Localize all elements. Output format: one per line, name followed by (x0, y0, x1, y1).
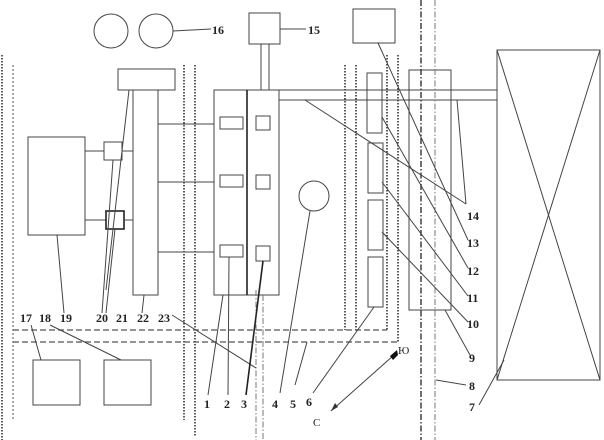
leader-16 (172, 28, 212, 32)
box-15 (248, 12, 281, 45)
leader-14b (456, 99, 467, 205)
leader-12 (381, 116, 469, 269)
label-21: 21 (116, 311, 128, 325)
element-3b (255, 174, 271, 190)
label-9: 9 (469, 351, 475, 365)
label-3: 3 (241, 397, 247, 411)
direction-arrow-tail (390, 350, 398, 360)
leader-3 (245, 260, 264, 396)
element-11 (367, 199, 384, 251)
leader-6 (312, 306, 375, 394)
label-2: 2 (224, 397, 230, 411)
label-7: 7 (469, 400, 475, 414)
label-11: 11 (467, 291, 478, 305)
element-2a (219, 116, 244, 130)
label-17: 17 (20, 311, 32, 325)
label-19: 19 (60, 311, 72, 325)
leader-23 (171, 314, 257, 369)
leader-7 (478, 359, 505, 406)
leader-21-line (105, 89, 130, 291)
element-2c (219, 244, 244, 258)
leader-20b (105, 228, 116, 314)
element-12 (367, 142, 384, 194)
label-20: 20 (96, 311, 108, 325)
label-5: 5 (290, 397, 296, 411)
label-8: 8 (469, 379, 475, 393)
column-22 (132, 89, 159, 296)
leader-17 (30, 324, 42, 361)
label-1: 1 (204, 397, 210, 411)
box-20a (103, 141, 123, 161)
leader-5 (294, 341, 308, 386)
leader-1 (207, 294, 224, 396)
column-9 (408, 69, 452, 311)
circle-4 (298, 180, 330, 212)
box-top-right (352, 8, 396, 44)
label-16: 16 (212, 23, 224, 37)
circle-element-b (138, 13, 174, 49)
leader-8 (435, 379, 467, 386)
label-10: 10 (467, 317, 479, 331)
element-6 (367, 256, 384, 308)
label-13: 13 (467, 236, 479, 250)
label-14: 14 (467, 209, 479, 223)
block-1 (213, 89, 248, 296)
label-12: 12 (467, 264, 479, 278)
label-6: 6 (306, 395, 312, 409)
box-19 (27, 136, 86, 236)
circle-element-a (93, 13, 129, 49)
pipe-15 (260, 43, 270, 91)
element-3c (255, 245, 271, 262)
label-23: 23 (158, 311, 170, 325)
leader-4 (279, 210, 311, 394)
direction-arrow-head (331, 403, 338, 411)
direction-label-to: С (313, 417, 320, 429)
label-22: 22 (137, 311, 149, 325)
direction-label-from: Ю (398, 345, 409, 357)
box-17 (32, 359, 81, 406)
leader-11 (381, 181, 469, 297)
leader-18 (49, 324, 122, 361)
leader-14a (304, 99, 467, 205)
leader-9 (444, 309, 471, 356)
box-18 (103, 359, 152, 406)
element-13 (366, 72, 383, 134)
leader-19 (56, 234, 65, 314)
box-22-header (117, 68, 176, 91)
box-7-diagonal-b (496, 49, 601, 381)
leader-10 (381, 231, 469, 323)
element-2b (219, 174, 244, 188)
box-7 (496, 49, 601, 381)
leader-13 (377, 42, 469, 241)
label-15: 15 (308, 23, 320, 37)
leader-20a (101, 159, 114, 314)
direction-arrow-line (330, 354, 395, 412)
leader-2 (227, 256, 230, 396)
label-4: 4 (272, 397, 278, 411)
label-18: 18 (39, 311, 51, 325)
leader-22 (141, 294, 145, 314)
element-3a (255, 115, 271, 131)
